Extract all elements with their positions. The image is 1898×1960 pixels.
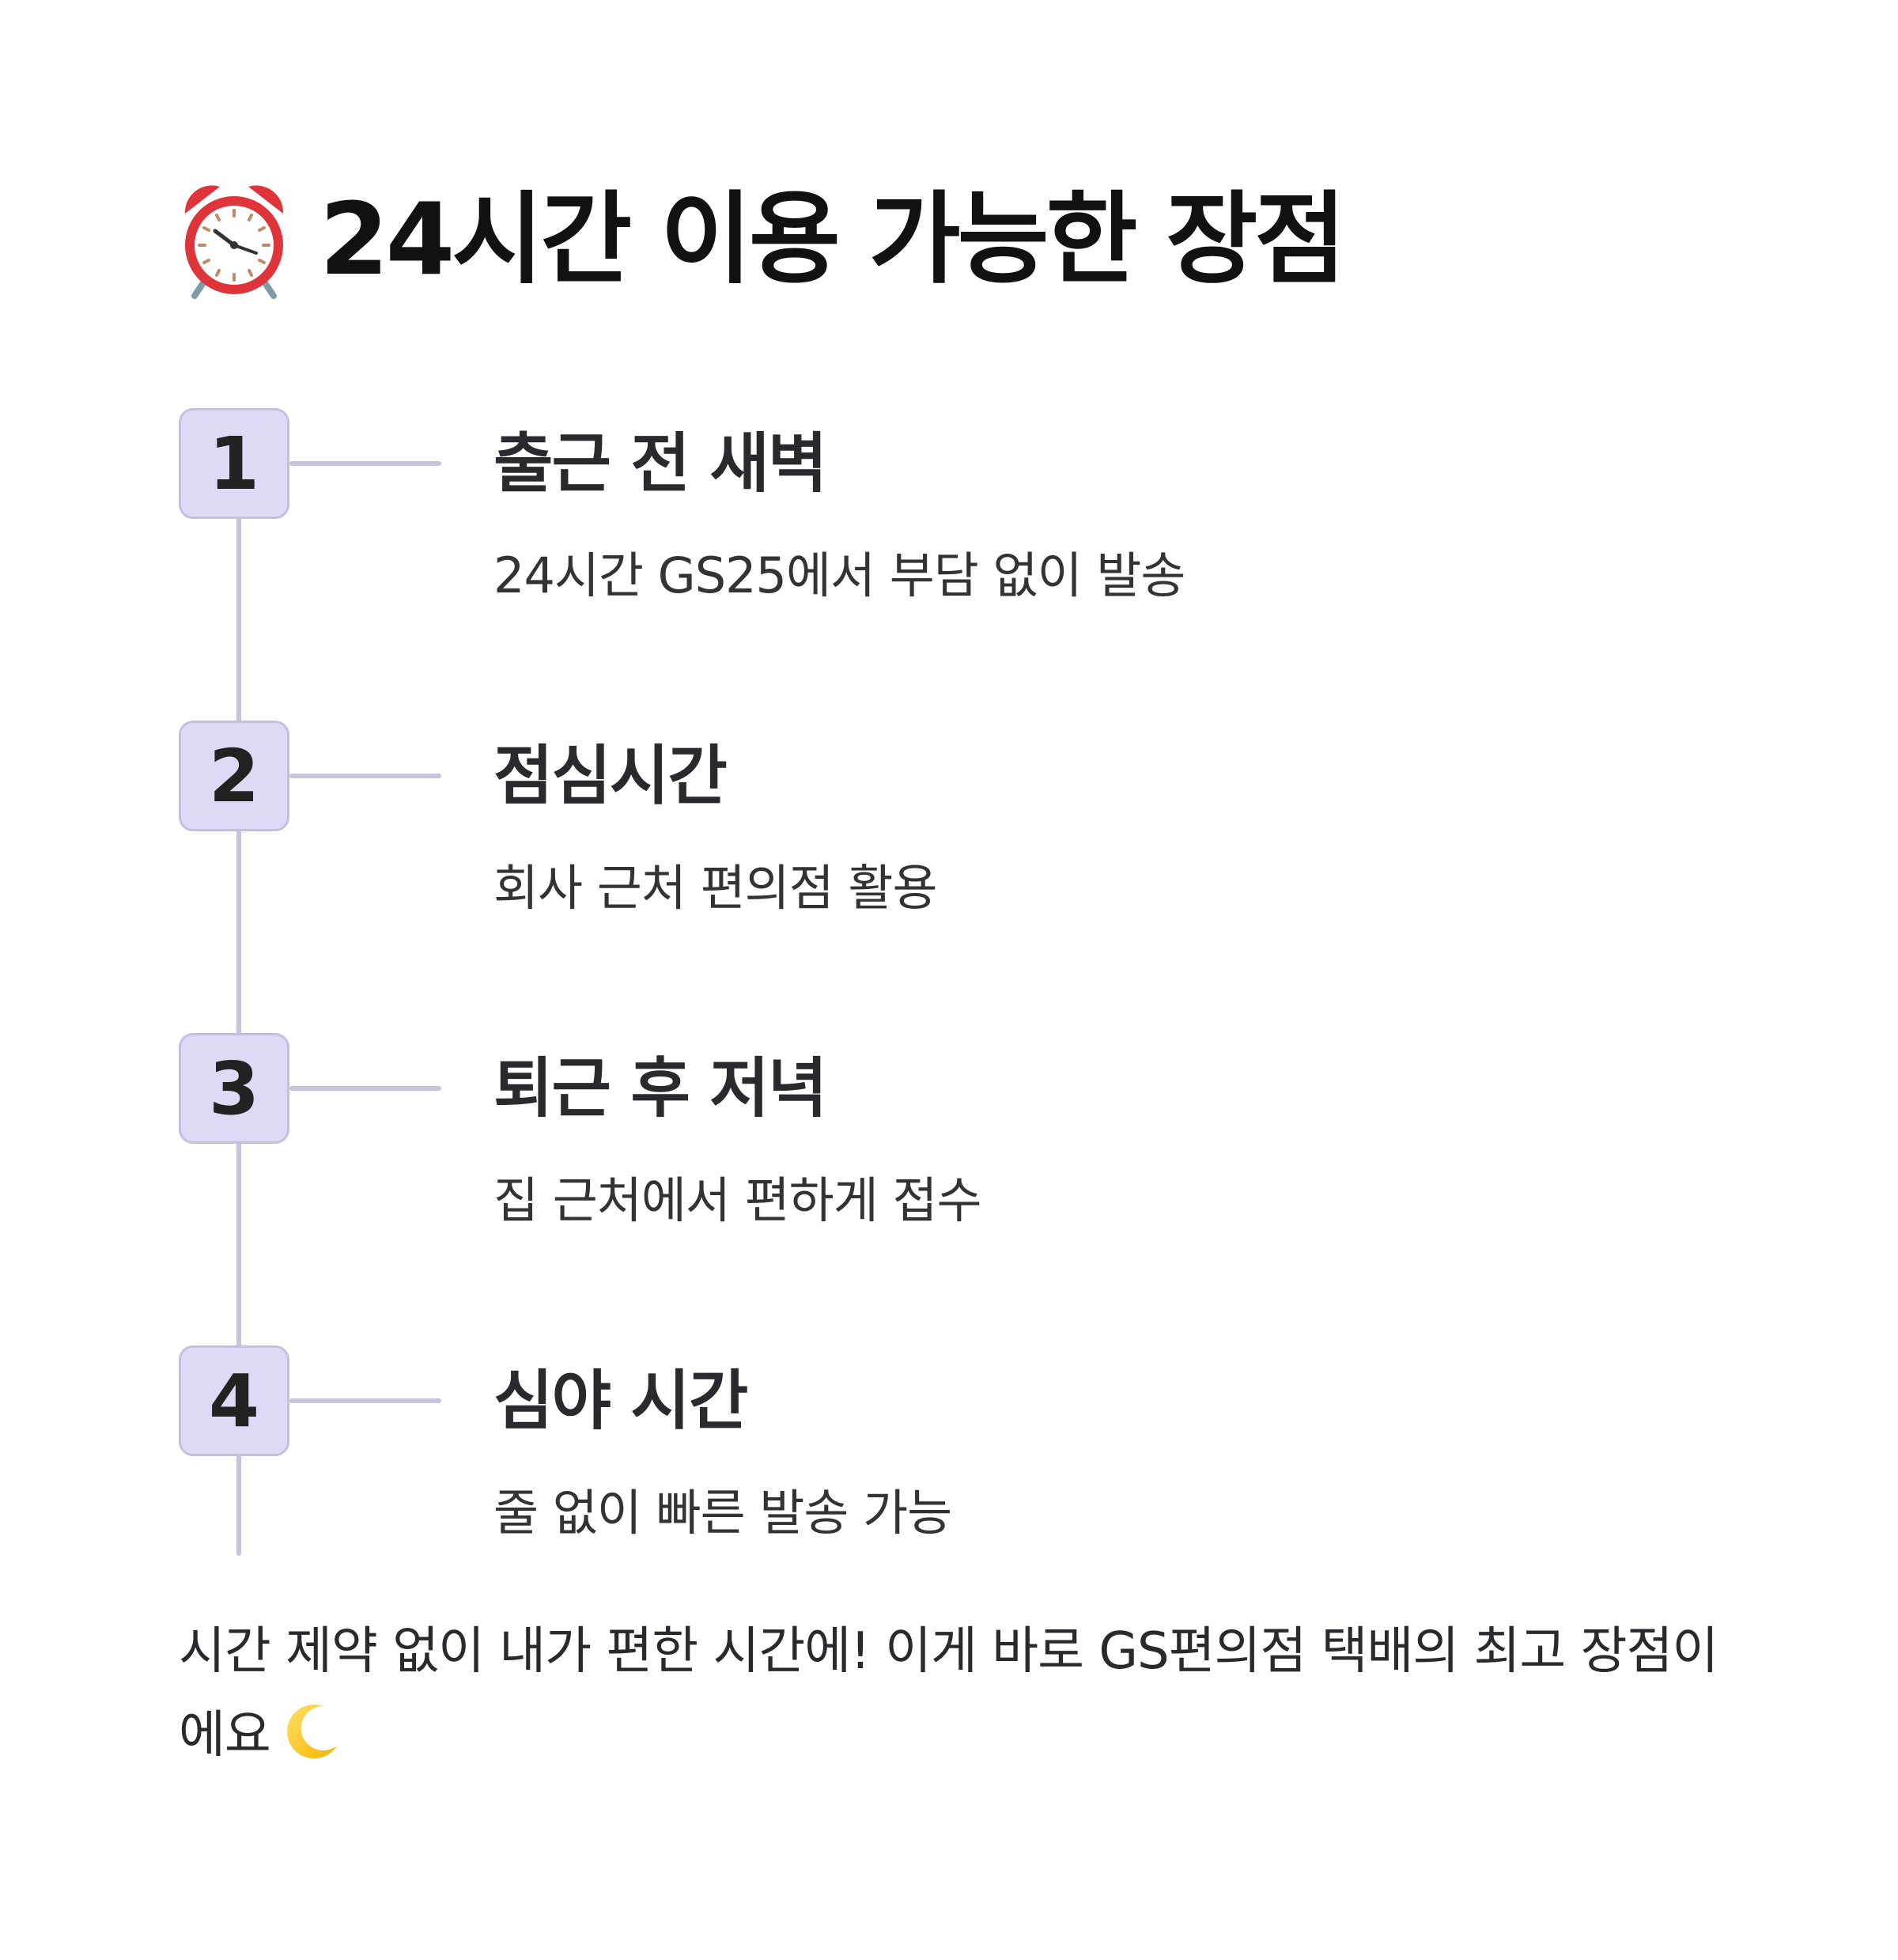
timeline-step: 3 퇴근 후 저녁 집 근처에서 편하게 접수 <box>179 1033 1760 1270</box>
timeline-step: 4 심야 시간 줄 없이 빠른 발송 가능 <box>179 1345 1760 1583</box>
step-number-badge: 4 <box>179 1345 289 1456</box>
timeline-line <box>236 459 241 1556</box>
step-description: 줄 없이 빠른 발송 가능 <box>493 1484 952 1542</box>
step-connector <box>289 1086 441 1091</box>
timeline-step: 1 출근 전 새벽 24시간 GS25에서 부담 없이 발송 <box>179 408 1760 645</box>
step-description: 회사 근처 편의점 활용 <box>493 859 937 917</box>
step-number-badge: 1 <box>179 408 289 519</box>
step-connector <box>289 1398 441 1403</box>
alarm-clock-icon <box>184 185 284 299</box>
step-number-badge: 2 <box>179 721 289 831</box>
timeline-step: 2 점심시간 회사 근처 편의점 활용 <box>179 721 1760 958</box>
step-connector <box>289 461 441 466</box>
crescent-moon-icon <box>286 1705 337 1759</box>
page-title: 24시간 이용 가능한 장점 <box>319 181 1346 297</box>
step-title: 퇴근 후 저녁 <box>493 1051 827 1126</box>
step-title: 심야 시간 <box>493 1364 748 1439</box>
summary-paragraph: 시간 제약 없이 내가 편한 시간에! 이게 바로 GS편의점 택배의 최고 장… <box>179 1610 1760 1777</box>
step-connector <box>289 774 441 778</box>
step-number-badge: 3 <box>179 1033 289 1144</box>
step-description: 집 근처에서 편하게 접수 <box>493 1171 982 1229</box>
summary-text: 시간 제약 없이 내가 편한 시간에! 이게 바로 GS편의점 택배의 최고 장… <box>179 1622 1718 1765</box>
step-description: 24시간 GS25에서 부담 없이 발송 <box>493 547 1185 604</box>
step-title: 점심시간 <box>493 739 728 814</box>
step-title: 출근 전 새벽 <box>493 426 827 501</box>
page-header: 24시간 이용 가능한 장점 <box>179 180 1346 299</box>
